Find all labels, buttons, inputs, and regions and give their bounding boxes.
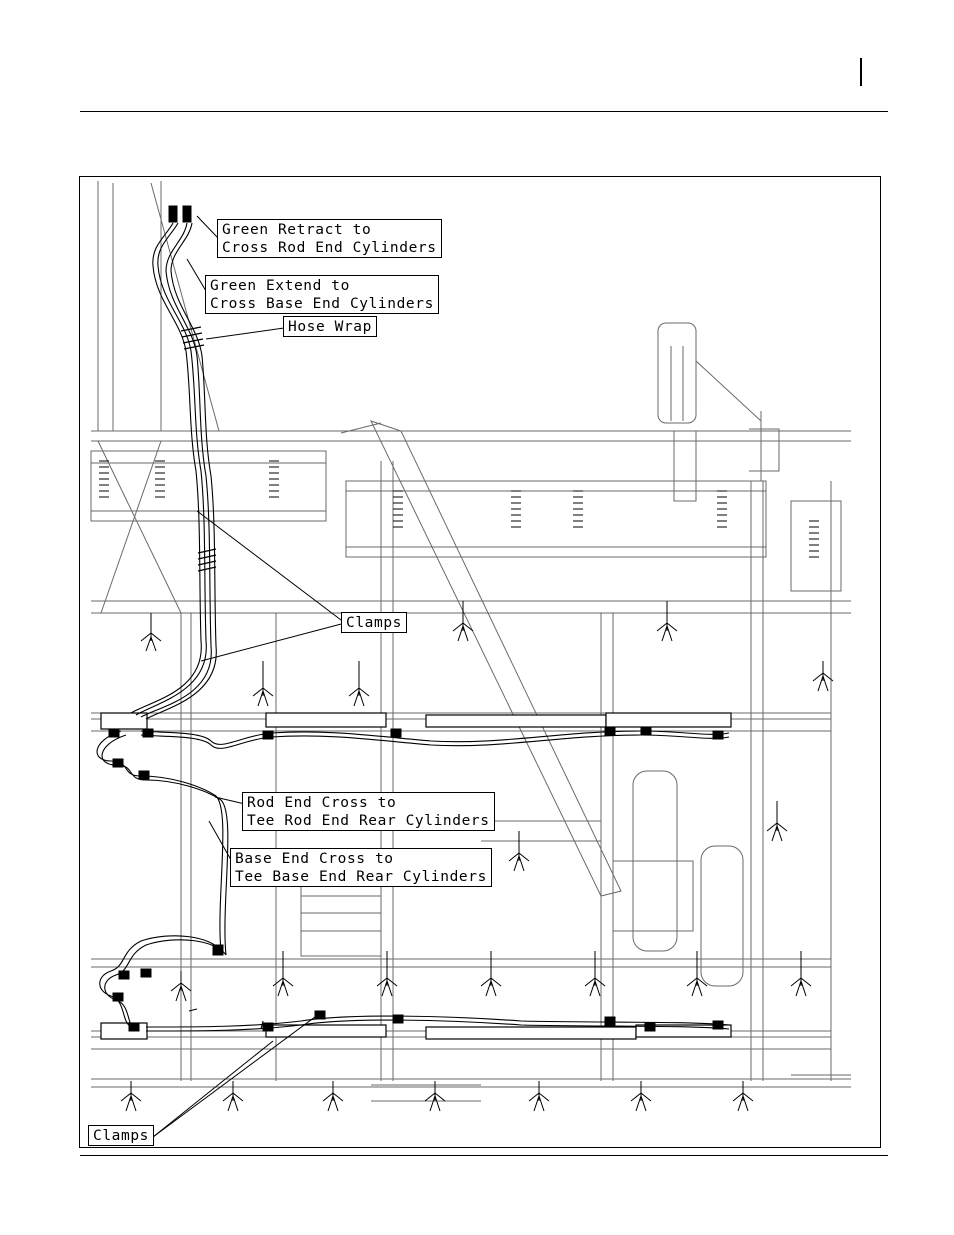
- callout-hose-wrap: Hose Wrap: [283, 316, 377, 337]
- callout-line: Clamps: [346, 614, 402, 632]
- callout-line: Base End Cross to: [235, 850, 487, 868]
- callout-line: Cross Base End Cylinders: [210, 295, 434, 313]
- callout-green-extend: Green Extend to Cross Base End Cylinders: [205, 275, 439, 314]
- footer-rule: [80, 1155, 888, 1156]
- callout-line: Tee Base End Rear Cylinders: [235, 868, 487, 886]
- callout-line: Clamps: [93, 1127, 149, 1145]
- callout-line: Green Retract to: [222, 221, 437, 239]
- callout-line: Cross Rod End Cylinders: [222, 239, 437, 257]
- hydraulic-hose-routing-drawing: [80, 177, 880, 1147]
- callout-line: Hose Wrap: [288, 318, 372, 336]
- header-rule: [80, 111, 888, 112]
- callout-base-end-cross: Base End Cross to Tee Base End Rear Cyli…: [230, 848, 492, 887]
- callout-line: Green Extend to: [210, 277, 434, 295]
- callout-clamps-upper: Clamps: [341, 612, 407, 633]
- callout-line: Rod End Cross to: [247, 794, 490, 812]
- page-number-tick: [860, 58, 862, 86]
- callout-green-retract: Green Retract to Cross Rod End Cylinders: [217, 219, 442, 258]
- figure-frame: [79, 176, 881, 1148]
- callout-rod-end-cross: Rod End Cross to Tee Rod End Rear Cylind…: [242, 792, 495, 831]
- callout-line: Tee Rod End Rear Cylinders: [247, 812, 490, 830]
- callout-clamps-lower: Clamps: [88, 1125, 154, 1146]
